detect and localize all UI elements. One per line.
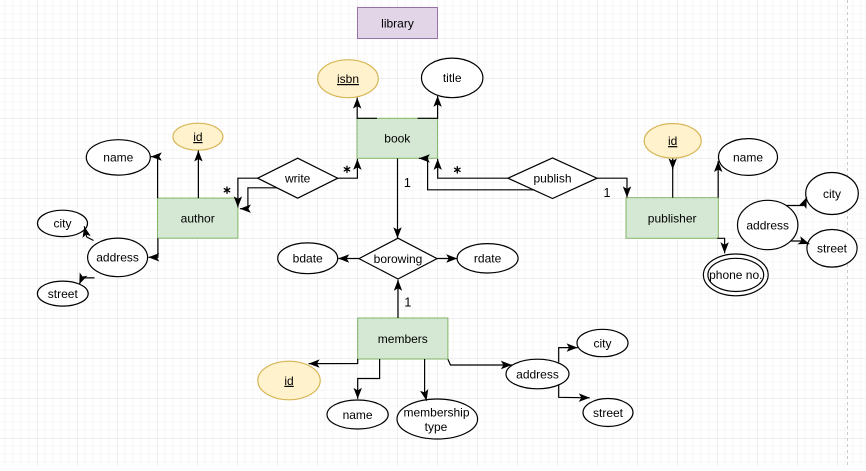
svg-text:type: type — [425, 420, 448, 434]
svg-text:1: 1 — [404, 296, 411, 310]
svg-text:borowing: borowing — [374, 252, 423, 266]
svg-text:book: book — [384, 132, 411, 146]
svg-text:1: 1 — [604, 186, 611, 200]
svg-text:publisher: publisher — [648, 211, 697, 225]
svg-text:publish: publish — [533, 172, 571, 186]
svg-text:1: 1 — [404, 176, 411, 190]
svg-text:bdate: bdate — [293, 252, 323, 266]
svg-text:id: id — [193, 130, 202, 144]
svg-text:title: title — [443, 71, 462, 85]
svg-text:write: write — [284, 172, 311, 186]
svg-text:city: city — [594, 336, 612, 350]
svg-text:street: street — [817, 242, 848, 256]
svg-text:author: author — [181, 211, 215, 225]
svg-text:city: city — [54, 217, 72, 231]
svg-text:rdate: rdate — [474, 252, 502, 266]
svg-text:membership: membership — [403, 406, 469, 420]
svg-text:street: street — [593, 406, 624, 420]
svg-text:members: members — [378, 332, 428, 346]
svg-text:library: library — [381, 16, 414, 30]
svg-text:id: id — [668, 134, 677, 148]
svg-text:name: name — [343, 408, 373, 422]
svg-text:phone no.: phone no. — [709, 268, 762, 282]
svg-text:name: name — [103, 151, 133, 165]
svg-text:address: address — [746, 218, 789, 232]
svg-text:address: address — [516, 367, 559, 381]
svg-text:address: address — [96, 251, 139, 265]
svg-text:isbn: isbn — [337, 72, 359, 86]
svg-text:city: city — [823, 187, 841, 201]
svg-text:id: id — [284, 374, 293, 388]
svg-text:street: street — [48, 287, 79, 301]
svg-text:name: name — [733, 150, 763, 164]
